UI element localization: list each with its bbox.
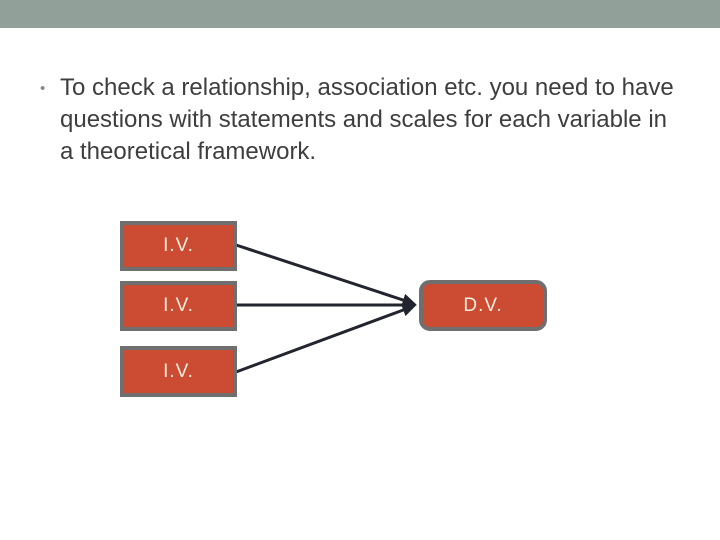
bullet-icon: • [40,80,46,97]
bullet-text-block: To check a relationship, association etc… [60,72,690,168]
arrow-iv1-to-dv [235,243,417,307]
dv-box: D.V. [419,280,547,331]
bullet-paragraph: • To check a relationship, association e… [40,72,690,168]
iv-box-1: I.V. [120,221,237,271]
slide-header-bar [0,0,720,28]
arrow-iv3-to-dv [235,303,417,374]
bullet-line-1: To check a relationship, association etc… [60,74,674,101]
bullet-line-2: questions with statements and scales for… [60,106,667,133]
bullet-line-3: a theoretical framework. [60,138,317,165]
iv-box-3: I.V. [120,346,237,397]
iv-box-2: I.V. [120,281,237,331]
